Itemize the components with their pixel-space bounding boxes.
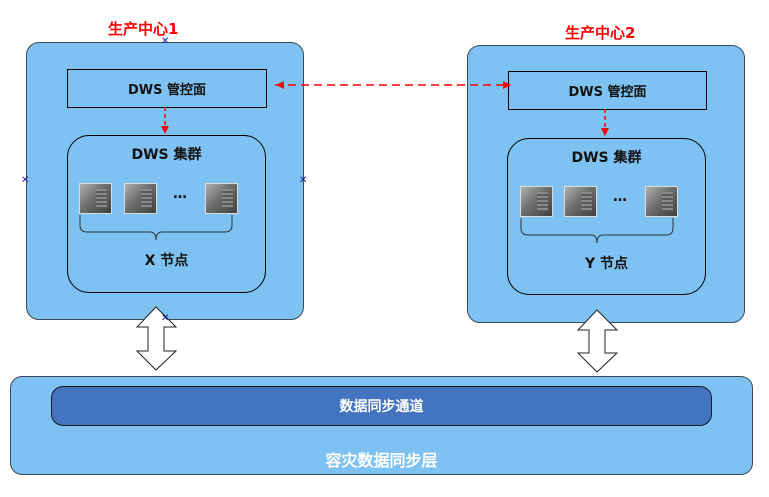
nodes-ellipsis: … xyxy=(173,186,187,202)
center-2-sync-double-arrow xyxy=(576,309,619,373)
center-1-sync-double-arrow xyxy=(135,306,178,371)
center-1-nodes-brace xyxy=(79,215,233,241)
server-node-icon xyxy=(564,186,597,217)
center-2-title: 生产中心2 xyxy=(565,24,636,42)
production-center-2[interactable]: DWS 管控面 DWS 集群 … Y 节点 xyxy=(467,45,745,323)
resize-handle[interactable]: ✕ xyxy=(161,313,170,324)
center-1-title: 生产中心1 xyxy=(108,20,179,38)
center-1-cluster-title: DWS 集群 xyxy=(131,147,202,163)
server-node-icon xyxy=(79,183,112,214)
nodes-ellipsis: … xyxy=(613,189,627,205)
resize-handle[interactable]: ✕ xyxy=(299,175,308,186)
server-node-icon xyxy=(124,183,157,214)
dr-sync-layer-label: 容灾数据同步层 xyxy=(325,451,438,470)
server-node-icon xyxy=(520,186,553,217)
arrowhead-left xyxy=(276,81,284,89)
center-1-cluster[interactable]: DWS 集群 … X 节点 xyxy=(67,135,266,293)
center-2-cluster[interactable]: DWS 集群 … Y 节点 xyxy=(507,138,706,295)
server-node-icon xyxy=(645,186,678,217)
center-2-cluster-title: DWS 集群 xyxy=(571,150,642,166)
production-center-1[interactable]: DWS 管控面 DWS 集群 … X 节点 xyxy=(26,42,304,320)
center-2-management-plane[interactable]: DWS 管控面 xyxy=(508,71,707,110)
resize-handle[interactable]: ✕ xyxy=(161,36,170,47)
data-sync-channel[interactable]: 数据同步通道 xyxy=(51,386,712,426)
center-2-nodes-label: Y 节点 xyxy=(584,256,628,272)
center-1-management-plane[interactable]: DWS 管控面 xyxy=(67,69,267,108)
dr-sync-layer[interactable]: 数据同步通道 容灾数据同步层 xyxy=(10,376,753,475)
center-1-nodes-label: X 节点 xyxy=(144,253,189,269)
server-node-icon xyxy=(205,183,238,214)
center-2-nodes-brace xyxy=(520,218,674,244)
resize-handle[interactable]: ✕ xyxy=(21,175,30,186)
